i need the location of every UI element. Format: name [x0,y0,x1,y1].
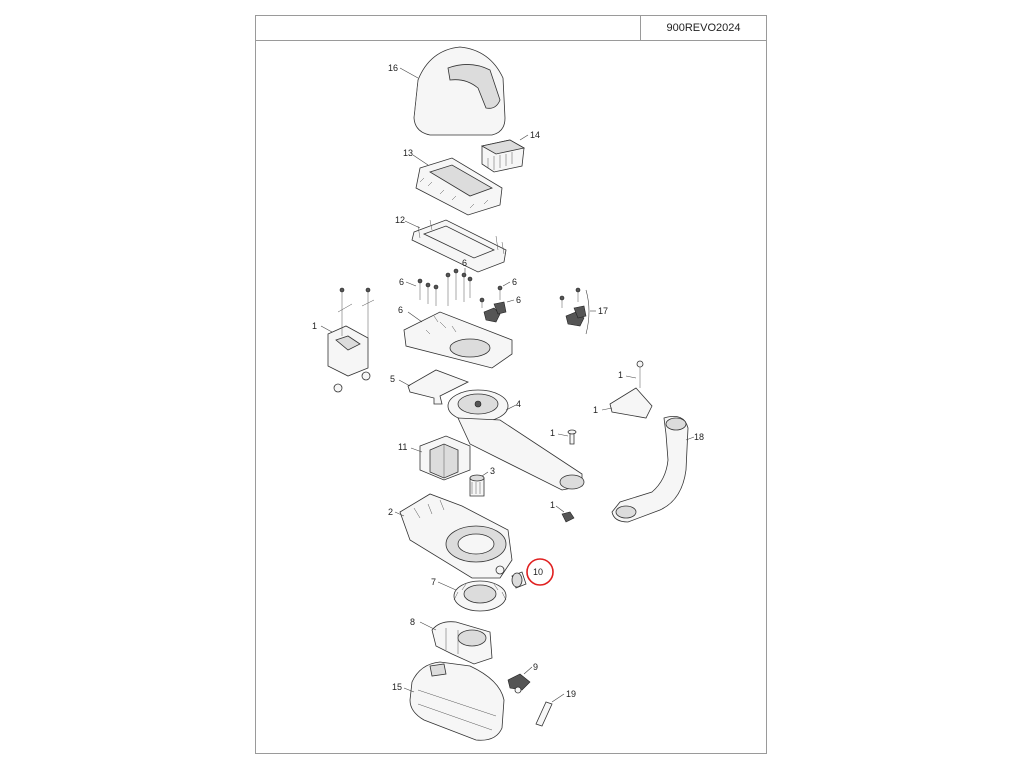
label-15: 15 [392,682,402,692]
part-18-curved-arm[interactable] [611,415,689,523]
label-10: 10 [533,567,543,577]
part-1-nut[interactable] [561,511,575,523]
part-6-screws[interactable] [417,268,473,306]
label-1-gate-bracket: 1 [593,405,598,415]
part-12-board-frame[interactable] [411,219,507,273]
part-9-switch[interactable] [507,673,531,694]
part-4-drive-arm[interactable] [447,389,585,491]
part-8-motor[interactable] [431,621,493,665]
label-1-nut: 1 [550,500,555,510]
title-block: 900REVO2024 [256,16,766,41]
part-16-cover[interactable] [413,46,506,136]
label-16: 16 [388,63,398,73]
label-7: 7 [431,577,436,587]
part-10-plug[interactable] [511,571,527,589]
label-17: 17 [598,306,608,316]
part-6-limit-clips[interactable] [479,285,507,323]
label-6-screws: 6 [399,277,404,287]
label-19: 19 [566,689,576,699]
part-1-gate-bracket[interactable] [609,360,653,419]
part-1-pin[interactable] [567,429,577,445]
label-6-clip-a: 6 [512,277,517,287]
part-17-limit-clips[interactable] [559,287,590,335]
label-14: 14 [530,130,540,140]
highlight-circle [526,558,554,586]
drawing-code: 900REVO2024 [640,16,766,40]
label-9: 9 [533,662,538,672]
label-1-bracket: 1 [312,321,317,331]
label-1-pin-right: 1 [618,370,623,380]
label-1-pin: 1 [550,428,555,438]
part-1-wall-bracket[interactable] [327,287,375,393]
label-5: 5 [390,374,395,384]
part-2-gearbox-housing[interactable] [399,493,513,579]
label-3: 3 [490,466,495,476]
part-19-pin[interactable] [535,701,553,727]
label-6-clip-b: 6 [516,295,521,305]
label-6-housing: 6 [398,305,403,315]
part-11-transformer[interactable] [419,435,471,481]
label-8: 8 [410,617,415,627]
label-6-top: 6 [462,258,467,268]
label-12: 12 [395,215,405,225]
label-2: 2 [388,507,393,517]
part-7-gear[interactable] [453,580,507,612]
part-5-plate[interactable] [407,369,469,405]
part-6-upper-housing[interactable] [403,311,513,369]
part-3-pinion[interactable] [469,474,485,497]
label-11: 11 [398,442,407,452]
label-13: 13 [403,148,413,158]
label-18: 18 [694,432,704,442]
label-4: 4 [516,399,521,409]
part-14-terminal-block[interactable] [480,139,526,173]
part-15-base-cover[interactable] [409,661,505,741]
part-13-control-board[interactable] [415,157,503,216]
